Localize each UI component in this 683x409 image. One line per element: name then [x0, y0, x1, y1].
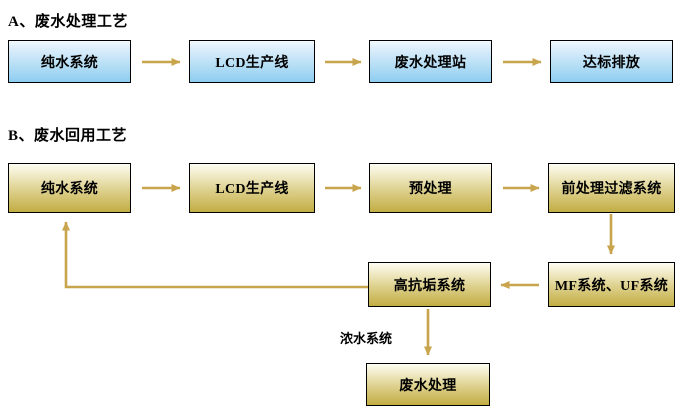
section-title-b: B、废水回用工艺	[8, 128, 128, 144]
node-label: 达标排放	[582, 55, 641, 71]
node-label: 预处理	[409, 182, 452, 197]
node-label: 废水处理站	[394, 55, 467, 71]
node-compliant-discharge[interactable]: 达标排放	[550, 40, 673, 83]
node-lcd-production-line-a[interactable]: LCD生产线	[189, 40, 315, 83]
node-wastewater-treatment-station[interactable]: 废水处理站	[369, 40, 492, 83]
node-mf-uf-system[interactable]: MF系统、UF系统	[548, 262, 675, 307]
node-label: 废水处理	[399, 378, 457, 394]
node-pretreatment[interactable]: 预处理	[369, 163, 492, 213]
node-pure-water-system-a[interactable]: 纯水系统	[8, 40, 131, 83]
node-pure-water-system-b[interactable]: 纯水系统	[8, 163, 131, 213]
node-label: MF系统、UF系统	[554, 278, 669, 294]
node-label: LCD生产线	[215, 182, 289, 197]
node-wastewater-treatment[interactable]: 废水处理	[366, 363, 490, 406]
node-lcd-production-line-b[interactable]: LCD生产线	[189, 163, 315, 213]
node-label: 前处理过滤系统	[561, 182, 662, 197]
node-label: 纯水系统	[40, 182, 99, 197]
section-title-a: A、废水处理工艺	[8, 14, 128, 30]
node-label: 高抗垢系统	[393, 278, 466, 294]
edge-label-concentrate-water-system: 浓水系统	[340, 331, 393, 346]
arrow-b6-b1-loop	[62, 221, 368, 289]
node-label: 纯水系统	[40, 55, 99, 71]
node-label: LCD生产线	[215, 55, 289, 71]
node-pretreatment-filtration-system[interactable]: 前处理过滤系统	[548, 163, 675, 213]
node-high-antiscale-system[interactable]: 高抗垢系统	[368, 262, 491, 307]
